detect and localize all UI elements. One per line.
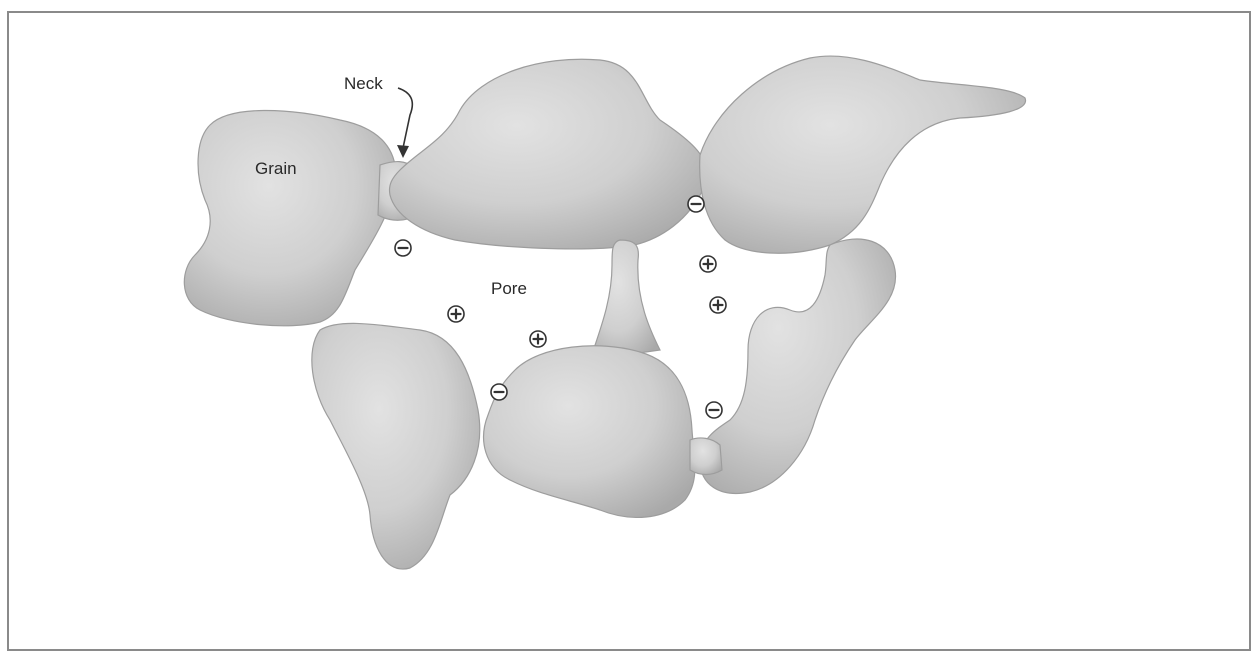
grain-top-right <box>700 56 1026 253</box>
positive-ion-2 <box>530 331 546 347</box>
positive-ion-3 <box>700 256 716 272</box>
positive-ion-1 <box>448 306 464 322</box>
pore-label: Pore <box>491 279 527 298</box>
grain-bottom-left <box>312 323 480 569</box>
neck-bridge-center <box>590 240 660 360</box>
negative-ion-2 <box>491 384 507 400</box>
grain-label: Grain <box>255 159 297 178</box>
grain-bottom-middle <box>484 346 695 518</box>
neck-arrow <box>397 88 412 158</box>
grain-left <box>184 110 395 325</box>
positive-ion-4 <box>710 297 726 313</box>
negative-ion-4 <box>706 402 722 418</box>
neck-label: Neck <box>344 74 383 93</box>
negative-ion-3 <box>688 196 704 212</box>
neck-bridge-right <box>690 438 722 475</box>
grain-top-middle <box>389 59 707 249</box>
grain-bottom-right <box>700 239 896 493</box>
negative-ion-1 <box>395 240 411 256</box>
